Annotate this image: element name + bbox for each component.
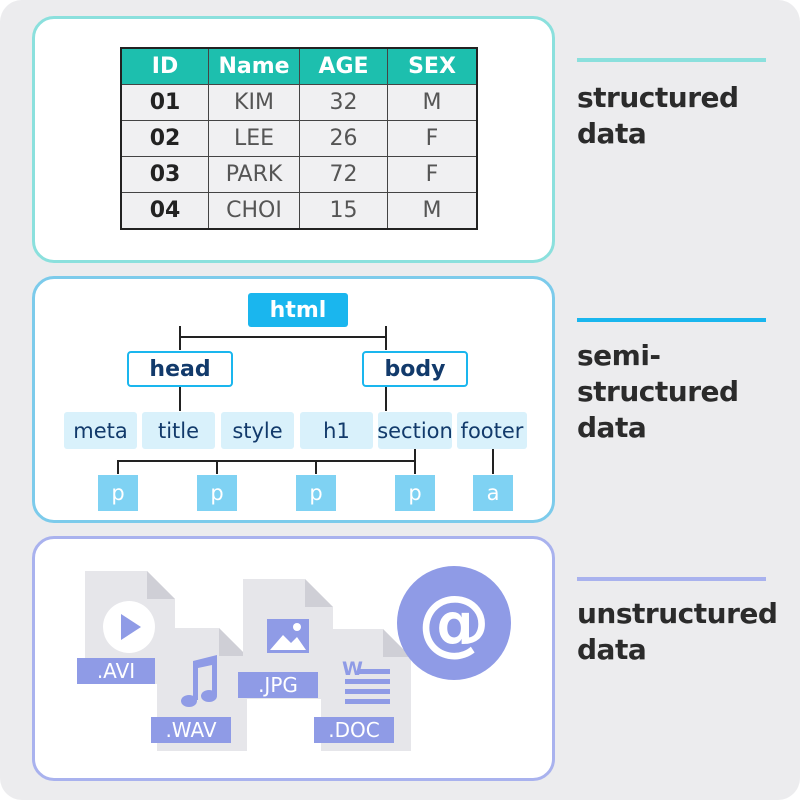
tree-node-p: p bbox=[98, 475, 138, 511]
tree-node-meta: meta bbox=[64, 412, 137, 449]
file-icons-illustration bbox=[77, 566, 511, 751]
tree-node-body: body bbox=[362, 351, 468, 387]
header-name: Name bbox=[208, 47, 300, 85]
image-file-icon bbox=[238, 579, 333, 699]
cell-id: 01 bbox=[120, 84, 209, 121]
connector-line bbox=[117, 460, 415, 474]
tree-node-p: p bbox=[395, 475, 435, 511]
table-row: 04 CHOI 15 M bbox=[120, 192, 478, 230]
tree-node-h1: h1 bbox=[300, 412, 373, 449]
unstructured-label-line: data bbox=[577, 633, 647, 666]
unstructured-label: unstructured data bbox=[577, 596, 778, 668]
cell-sex: M bbox=[387, 84, 478, 121]
connector-line bbox=[179, 326, 387, 338]
cell-sex: M bbox=[387, 192, 478, 230]
tree-node-p: p bbox=[296, 475, 336, 511]
unstructured-divider bbox=[577, 577, 766, 581]
document-file-icon bbox=[314, 629, 411, 751]
cell-sex: F bbox=[387, 120, 478, 157]
avi-label: .AVI bbox=[96, 659, 136, 683]
cell-id: 04 bbox=[120, 192, 209, 230]
structured-divider bbox=[577, 58, 766, 62]
unstructured-label-line: unstructured bbox=[577, 597, 778, 630]
semi-structured-label: semi- structured data bbox=[577, 338, 739, 446]
cell-age: 32 bbox=[299, 84, 388, 121]
table-row: 02 LEE 26 F bbox=[120, 120, 478, 157]
table-row: 03 PARK 72 F bbox=[120, 156, 478, 193]
header-age: AGE bbox=[299, 47, 388, 85]
semi-structured-data-panel: html head body meta title style h1 secti… bbox=[32, 276, 555, 523]
tree-node-a: a bbox=[473, 475, 513, 511]
tree-node-style: style bbox=[221, 412, 294, 449]
tree-node-html: html bbox=[248, 293, 348, 327]
word-doc-letter: W bbox=[342, 658, 363, 680]
cell-id: 02 bbox=[120, 120, 209, 157]
semi-structured-divider bbox=[577, 318, 766, 322]
unstructured-data-panel: .AVI .WAV .JPG .DOC W @ bbox=[32, 536, 555, 781]
jpg-label: .JPG bbox=[258, 673, 298, 697]
structured-label-line: data bbox=[577, 117, 647, 150]
cell-age: 26 bbox=[299, 120, 388, 157]
tree-node-section: section bbox=[377, 412, 453, 449]
header-id: ID bbox=[120, 47, 209, 85]
structured-data-table: ID Name AGE SEX 01 KIM 32 M 02 LEE 26 F bbox=[120, 47, 478, 230]
cell-name: KIM bbox=[208, 84, 300, 121]
tree-node-title: title bbox=[142, 412, 215, 449]
email-at-icon bbox=[397, 566, 511, 680]
structured-label: structured data bbox=[577, 80, 739, 152]
tree-node-p: p bbox=[197, 475, 237, 511]
table-row: 01 KIM 32 M bbox=[120, 84, 478, 121]
cell-name: LEE bbox=[208, 120, 300, 157]
audio-file-icon bbox=[151, 628, 247, 751]
tree-node-footer: footer bbox=[457, 412, 527, 449]
semi-structured-label-line: semi- bbox=[577, 339, 661, 372]
video-file-icon bbox=[77, 571, 175, 684]
cell-age: 72 bbox=[299, 156, 388, 193]
table-header-row: ID Name AGE SEX bbox=[120, 47, 478, 85]
structured-label-line: structured bbox=[577, 81, 739, 114]
tree-node-head: head bbox=[127, 351, 233, 387]
cell-id: 03 bbox=[120, 156, 209, 193]
tree-connectors bbox=[117, 326, 494, 474]
header-sex: SEX bbox=[387, 47, 478, 85]
at-symbol: @ bbox=[418, 580, 490, 664]
cell-name: PARK bbox=[208, 156, 300, 193]
cell-age: 15 bbox=[299, 192, 388, 230]
structured-data-panel: ID Name AGE SEX 01 KIM 32 M 02 LEE 26 F bbox=[32, 16, 555, 263]
music-note-icon bbox=[181, 655, 217, 707]
cell-sex: F bbox=[387, 156, 478, 193]
semi-structured-label-line: structured bbox=[577, 375, 739, 408]
wav-label: .WAV bbox=[165, 718, 217, 742]
cell-name: CHOI bbox=[208, 192, 300, 230]
semi-structured-label-line: data bbox=[577, 411, 647, 444]
doc-label: .DOC bbox=[328, 718, 380, 742]
